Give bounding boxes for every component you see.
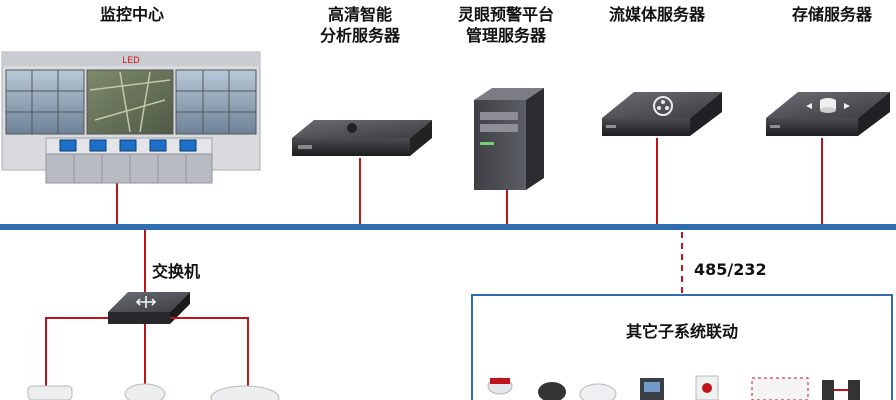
hd-analysis-server xyxy=(292,120,432,156)
camera-devices xyxy=(27,383,280,400)
storage-server xyxy=(766,92,890,136)
hd-server-label-line2: 分析服务器 xyxy=(319,26,400,45)
alarm-platform-label-line1: 灵眼预警平台 xyxy=(457,5,554,24)
subsystem-devices xyxy=(487,375,860,400)
alarm-platform-tower-server xyxy=(474,88,544,190)
network-backbone xyxy=(0,224,896,230)
subsystem-linkage-box xyxy=(471,294,893,400)
film-reel-icon xyxy=(653,96,673,116)
monitor-center-label: 监控中心 xyxy=(99,5,164,24)
streaming-server xyxy=(602,92,722,136)
network-switch-icon xyxy=(135,296,157,308)
network-switch xyxy=(108,292,190,324)
alarm-platform-label-line2: 管理服务器 xyxy=(465,26,546,45)
protocol-label: 485/232 xyxy=(694,260,767,279)
storage-server-label: 存储服务器 xyxy=(791,5,872,24)
monitor-center-videowall: LED xyxy=(1,51,261,184)
streaming-server-label: 流媒体服务器 xyxy=(608,5,705,24)
hd-server-label-line1: 高清智能 xyxy=(327,5,392,24)
led-sign: LED xyxy=(122,55,140,65)
backbone-links xyxy=(116,138,823,295)
switch-downlinks xyxy=(45,317,249,400)
switch-label: 交换机 xyxy=(152,262,201,281)
subsystem-linkage-label: 其它子系统联动 xyxy=(625,322,738,341)
database-icon xyxy=(806,98,850,113)
